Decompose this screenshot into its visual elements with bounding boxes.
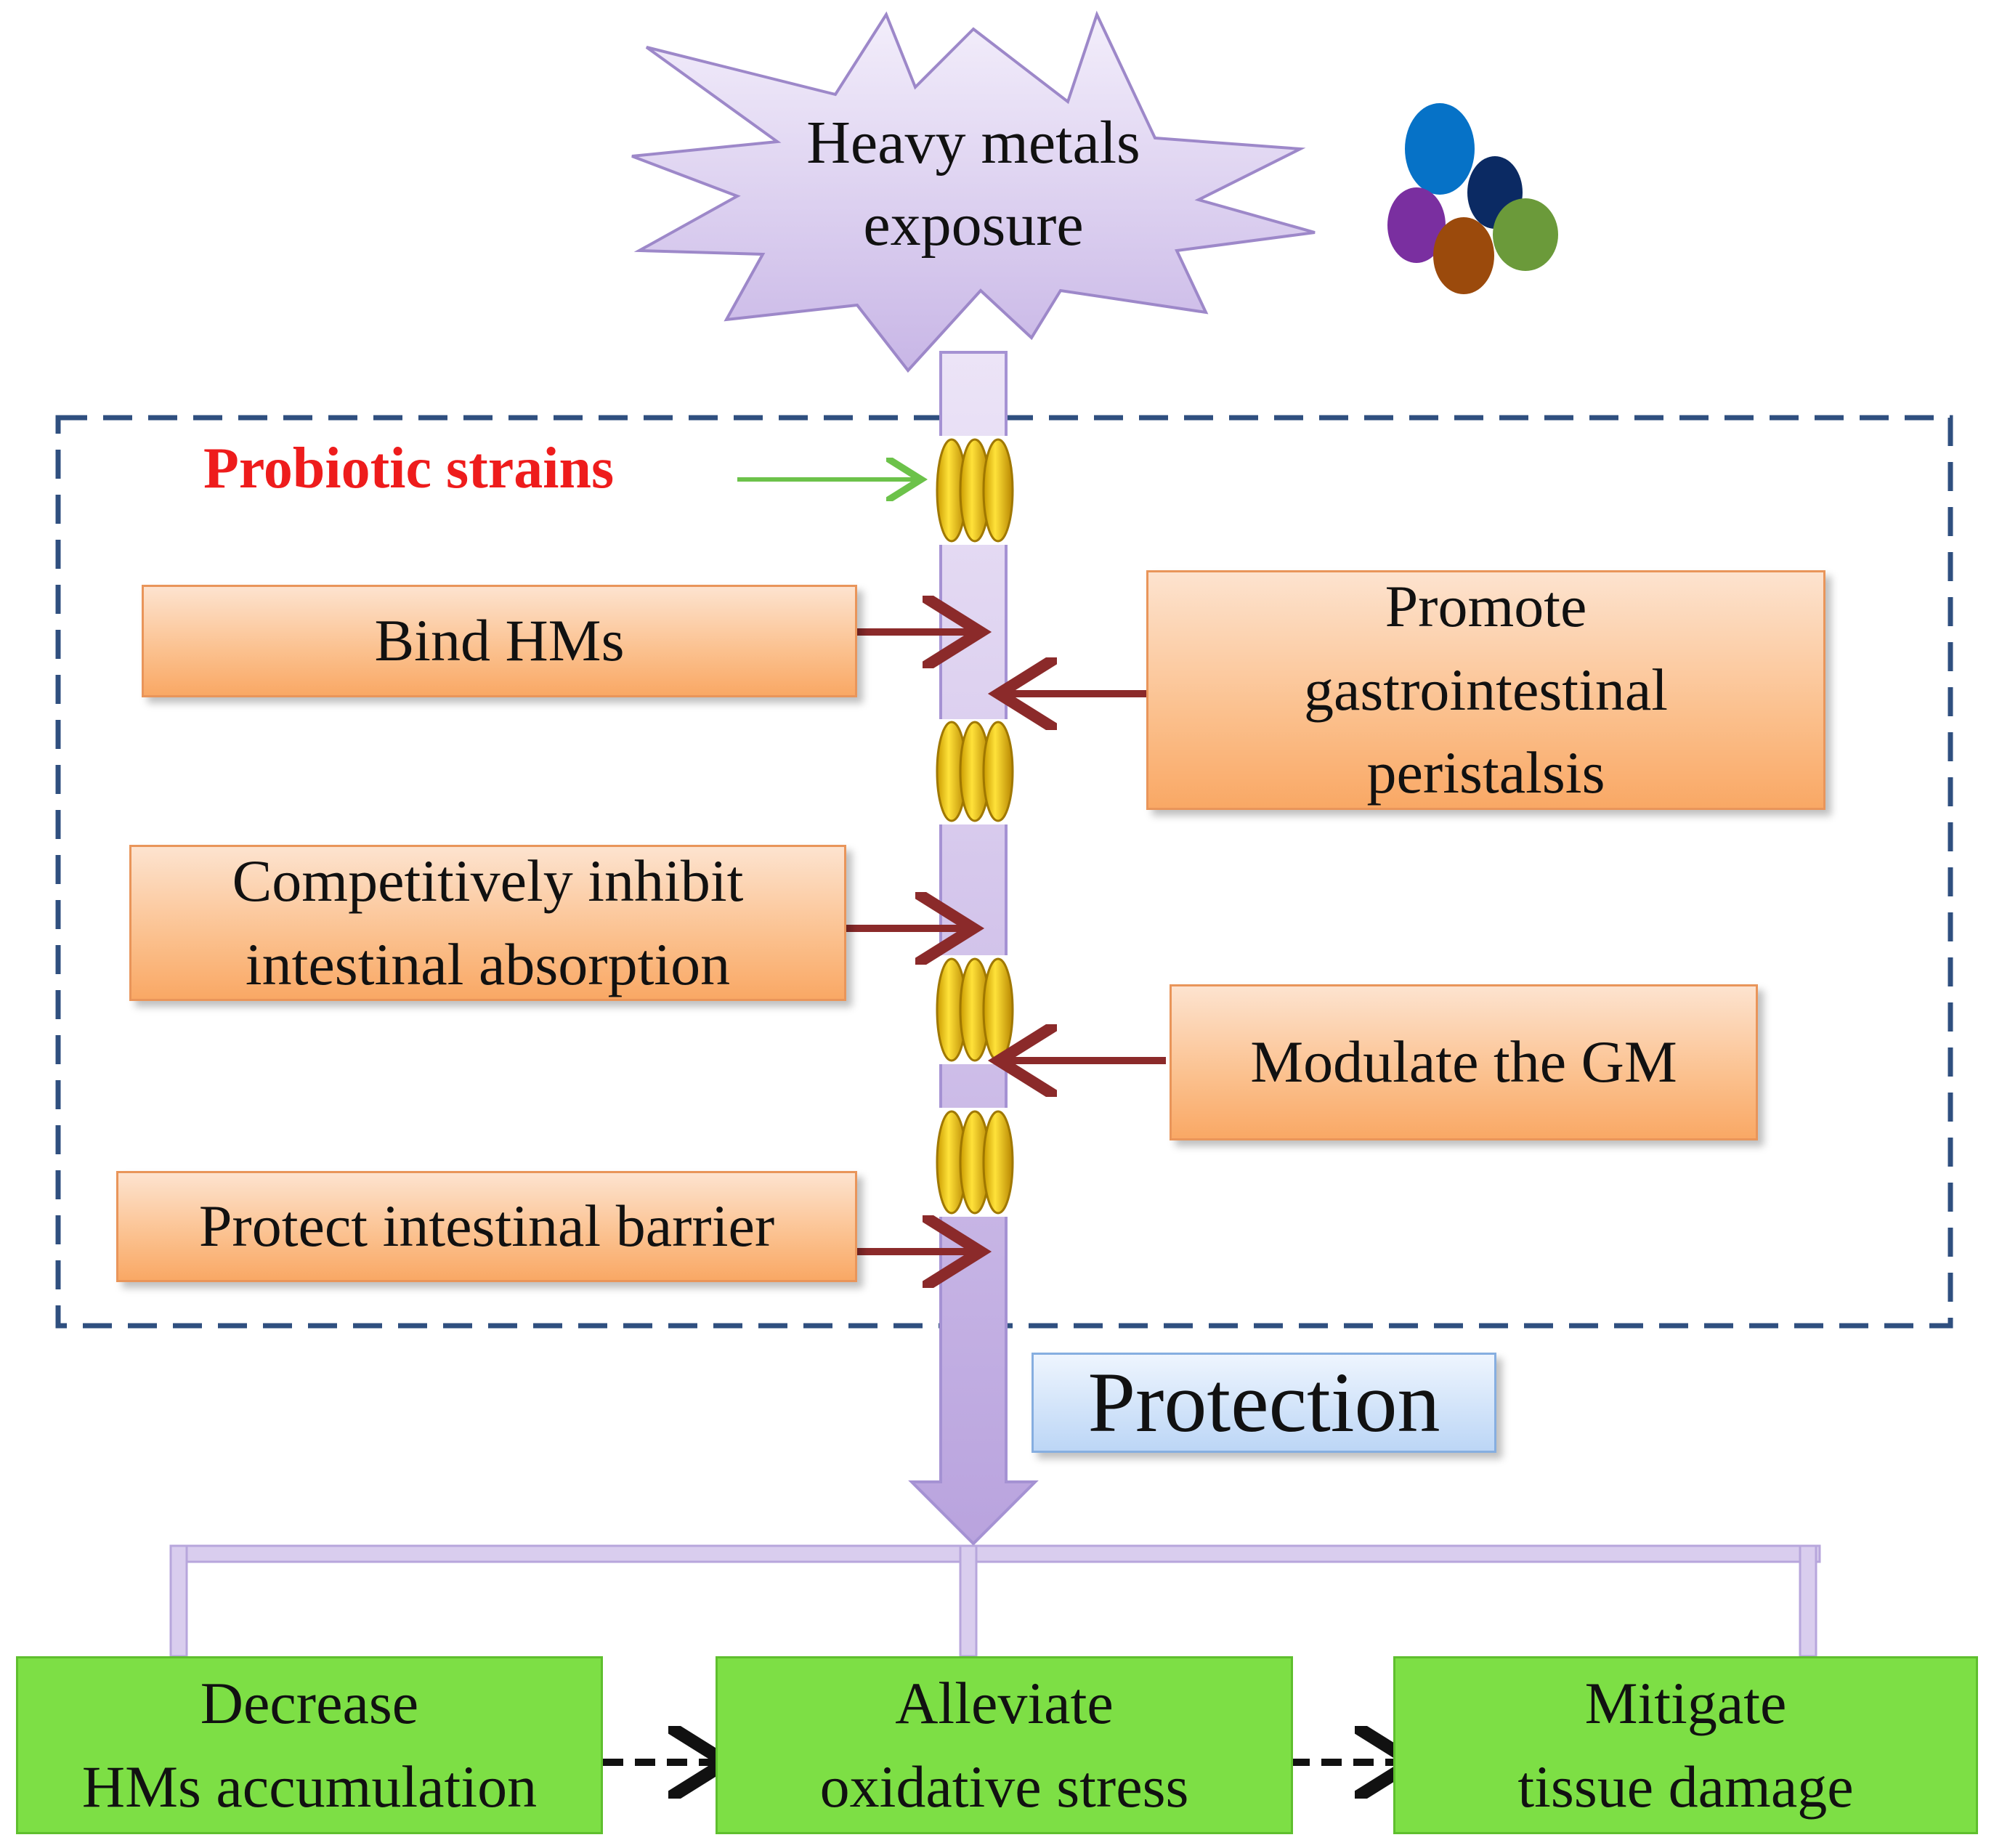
outcome-mitigate-damage: Mitigate tissue damage bbox=[1393, 1656, 1978, 1834]
mechanism-peristalsis: Promote gastrointestinal peristalsis bbox=[1146, 570, 1825, 810]
mechanism-competitive-line-1: Competitively inhibit bbox=[232, 847, 744, 914]
heavy-metals-label: Heavy metals exposure bbox=[763, 102, 1184, 267]
heavy-metals-icon bbox=[1387, 103, 1558, 294]
outcome-mitigate-line-1: Mitigate bbox=[1584, 1669, 1787, 1736]
mechanism-competitive-line-2: intestinal absorption bbox=[245, 931, 731, 997]
mechanism-peristalsis-line-2: gastrointestinal bbox=[1303, 656, 1668, 723]
probiotic-coil bbox=[933, 436, 1014, 545]
heavy-metals-label-line-1: Heavy metals bbox=[806, 109, 1140, 177]
probiotic-coil bbox=[933, 719, 1014, 824]
mechanism-modulate-gm: Modulate the GM bbox=[1170, 984, 1758, 1140]
protection-label: Protection bbox=[1032, 1353, 1496, 1453]
outcome-bracket bbox=[169, 1544, 1821, 1658]
mechanism-competitive-inhibition: Competitively inhibit intestinal absorpt… bbox=[129, 845, 846, 1001]
mechanism-modulate-gm-text: Modulate the GM bbox=[1250, 1029, 1677, 1095]
outcome-decrease-accumulation: Decrease HMs accumulation bbox=[16, 1656, 603, 1834]
mechanism-protect-barrier: Protect intestinal barrier bbox=[116, 1171, 857, 1282]
mechanism-peristalsis-line-1: Promote bbox=[1385, 572, 1587, 639]
outcome-alleviate-line-1: Alleviate bbox=[895, 1669, 1114, 1736]
mechanism-protect-barrier-text: Protect intestinal barrier bbox=[198, 1193, 775, 1260]
probiotic-strains-label: Probiotic strains bbox=[203, 437, 615, 500]
mechanism-bind-hms-text: Bind HMs bbox=[374, 607, 625, 674]
outcome-decrease-line-1: Decrease bbox=[200, 1669, 419, 1736]
outcome-decrease-line-2: HMs accumulation bbox=[81, 1753, 538, 1820]
outcome-mitigate-line-2: tissue damage bbox=[1517, 1753, 1854, 1820]
mechanism-bind-hms: Bind HMs bbox=[142, 585, 857, 697]
outcome-alleviate-stress: Alleviate oxidative stress bbox=[716, 1656, 1293, 1834]
heavy-metals-label-line-2: exposure bbox=[863, 191, 1084, 259]
probiotic-coil bbox=[933, 1108, 1014, 1217]
probiotic-coil bbox=[933, 955, 1014, 1064]
outcome-alleviate-line-2: oxidative stress bbox=[819, 1753, 1189, 1820]
heavy-metals-starburst bbox=[631, 10, 1316, 373]
mechanism-peristalsis-line-3: peristalsis bbox=[1366, 739, 1605, 806]
